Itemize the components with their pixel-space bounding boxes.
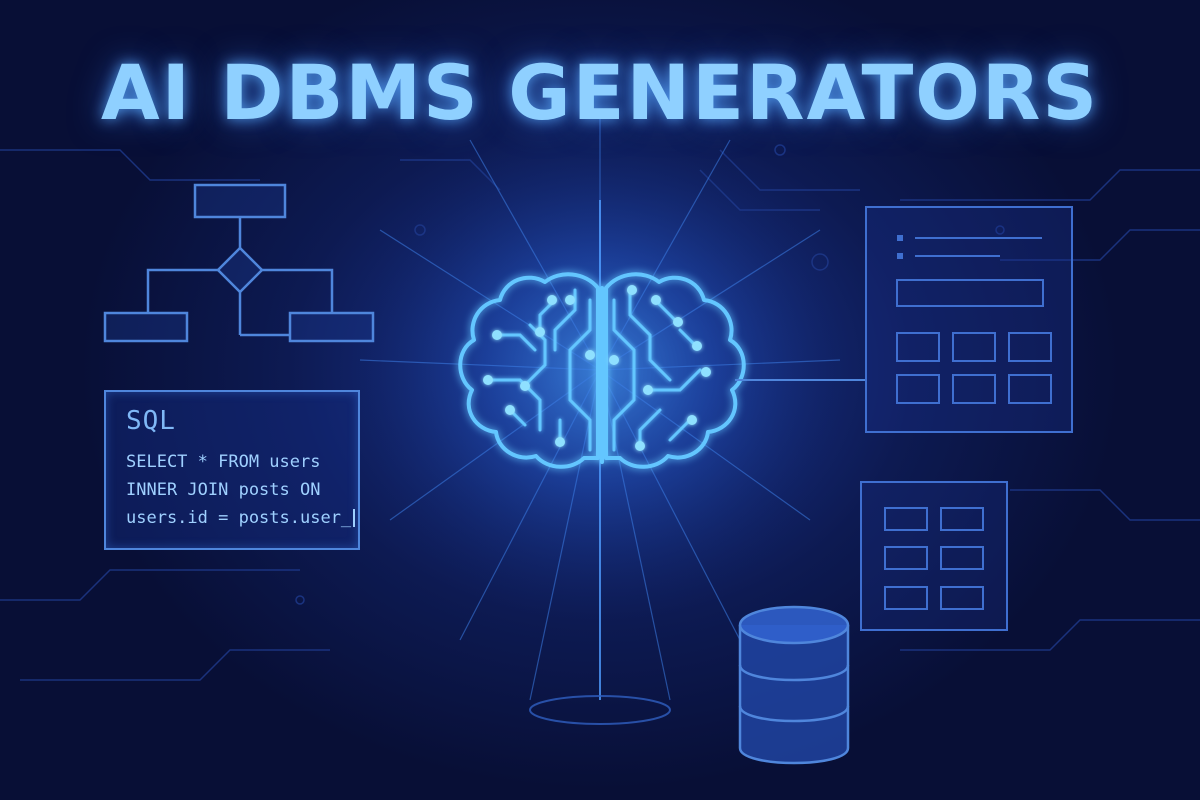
sql-line: INNER JOIN posts ON [126,480,321,500]
beam-base [529,695,671,725]
brain-circuit-icon [458,272,746,469]
text-cursor-icon [353,509,356,527]
flowchart-diagram [103,183,375,343]
sql-line: SELECT * FROM users [126,452,321,472]
sql-line-text: users.id = posts.user_ [126,508,352,528]
grid-table-window [860,481,1008,631]
form-window [865,206,1073,433]
brain-nodes [483,285,711,451]
page-title: AI DBMS GENERATORS [100,48,1100,137]
database-icon [738,605,850,765]
sql-code-panel: SQL SELECT * FROM users INNER JOIN posts… [104,390,360,550]
sql-panel-title: SQL [126,406,176,436]
sql-line: users.id = posts.user_ [126,504,358,532]
